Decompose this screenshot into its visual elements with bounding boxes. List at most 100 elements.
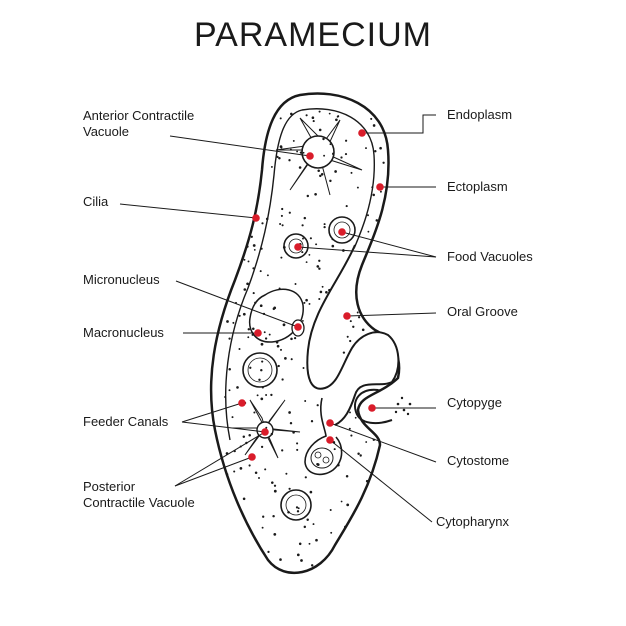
granule — [309, 237, 312, 240]
granule — [288, 159, 291, 162]
granule — [329, 179, 332, 183]
granule — [231, 416, 234, 419]
granule — [253, 248, 256, 251]
granule — [297, 507, 300, 510]
granule — [261, 222, 264, 225]
granule — [279, 558, 282, 561]
granule — [261, 386, 264, 389]
granule — [272, 514, 275, 518]
granule — [238, 347, 241, 351]
granule — [267, 550, 270, 554]
granule — [265, 426, 268, 429]
granule — [311, 116, 315, 119]
granule — [309, 490, 313, 494]
granule — [334, 170, 337, 173]
marker-food-vacuole-2 — [294, 243, 302, 251]
granule — [316, 404, 319, 407]
granule — [375, 219, 379, 222]
granule — [349, 339, 352, 343]
granule — [331, 238, 334, 241]
granule — [333, 448, 336, 451]
granule — [348, 427, 351, 430]
granule — [296, 448, 299, 451]
granule — [232, 321, 235, 324]
granule — [318, 259, 321, 262]
granule — [318, 267, 321, 270]
granule — [268, 333, 271, 336]
granule — [318, 297, 321, 301]
granule — [325, 290, 328, 294]
label-feeder-canals: Feeder Canals — [83, 414, 169, 429]
granule — [261, 526, 264, 529]
granule — [367, 214, 369, 217]
granule — [328, 288, 331, 292]
granule — [302, 237, 304, 240]
granule — [264, 468, 267, 471]
granule — [273, 533, 277, 536]
granule — [352, 325, 355, 328]
granule — [372, 193, 375, 197]
label-cilia: Cilia — [83, 194, 109, 209]
granule — [346, 503, 350, 507]
granule — [382, 161, 385, 164]
granule — [308, 253, 311, 256]
granule — [278, 287, 281, 290]
granule — [323, 223, 326, 226]
granule — [349, 411, 351, 414]
granule — [279, 117, 282, 120]
granule — [296, 442, 299, 445]
granule — [367, 230, 370, 233]
granule — [226, 473, 229, 476]
granule — [277, 364, 280, 368]
granule — [273, 489, 277, 493]
granule — [370, 117, 373, 120]
granule — [318, 128, 322, 132]
granule — [256, 394, 259, 397]
granule — [279, 222, 282, 226]
granule — [372, 124, 376, 127]
granule — [305, 261, 308, 264]
granule — [273, 306, 277, 310]
granule — [304, 400, 307, 402]
cytopyge-particles — [394, 396, 412, 416]
granule — [308, 302, 311, 305]
granule — [296, 553, 300, 557]
granule — [336, 115, 339, 118]
granule — [318, 110, 321, 113]
granule — [259, 304, 263, 308]
marker-cytostome — [326, 419, 334, 427]
granule — [275, 341, 279, 344]
granule — [321, 285, 324, 288]
cytopharynx — [304, 397, 343, 476]
granule — [306, 194, 310, 198]
granule — [305, 298, 308, 302]
granule — [253, 411, 256, 414]
granule — [292, 139, 295, 142]
granule — [296, 510, 300, 513]
granule — [357, 316, 361, 319]
granule — [288, 411, 291, 414]
granule — [261, 360, 264, 363]
marker-cilia — [252, 214, 260, 222]
granule — [242, 435, 246, 439]
granule — [308, 542, 311, 545]
cytoplasm-granules — [224, 110, 385, 567]
granule — [281, 378, 284, 381]
granule — [329, 143, 332, 146]
granule — [344, 153, 348, 156]
granule — [322, 137, 325, 141]
granule — [260, 445, 264, 449]
granule — [296, 150, 299, 153]
granule — [293, 336, 297, 340]
granule — [246, 282, 249, 286]
granule — [302, 151, 305, 154]
granule — [236, 386, 239, 389]
granule — [371, 186, 374, 189]
marker-endoplasm — [358, 129, 366, 137]
label-anterior-contractile-vacuole: Anterior Contractile Vacuole — [83, 108, 195, 139]
label-markers — [238, 129, 384, 461]
granule — [350, 434, 353, 437]
label-oral-groove: Oral Groove — [447, 304, 518, 319]
granule — [254, 471, 258, 475]
granule — [302, 367, 305, 369]
